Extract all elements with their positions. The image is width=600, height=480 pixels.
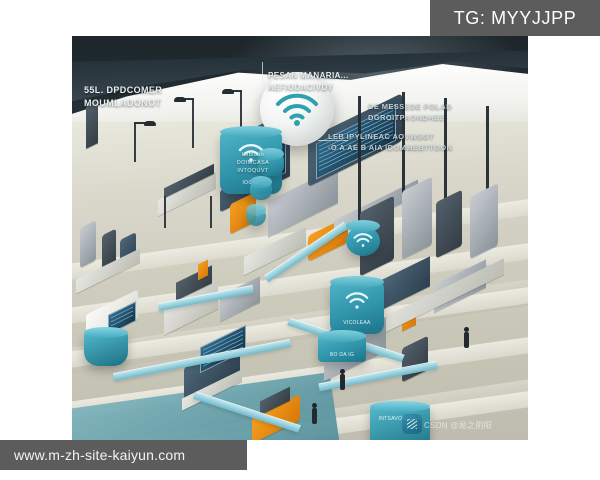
wifi-signal-icon [276,93,318,126]
iot-tank-node: BO DA IG [318,330,366,362]
iot-sphere-node [346,220,380,256]
csdn-credit: CSDN @易之阴阳 [424,421,493,430]
worker-figure [340,369,345,390]
wifi-icon [345,292,369,309]
tg-badge-label: TG: MYYJJPP [453,7,577,28]
street-lamp-pole [134,122,136,162]
wifi-icon [238,144,264,162]
iot-node-small [246,204,266,226]
street-lamp-pole [240,90,242,148]
factory-illustration: IOCAE VICOLEAA BO DA IG INTSAVONTMAN [72,36,528,440]
support-mast [486,106,489,246]
street-lamp-arm [180,98,194,100]
street-lamp-head [144,121,156,126]
watermark-url-label: www.m-zh-site-kaiyun.com [14,447,186,463]
tg-badge: TG: MYYJJPP [430,0,600,36]
storage-cylinder [84,327,128,366]
street-lamp-head [174,97,186,102]
watermark-url-bar[interactable]: www.m-zh-site-kaiyun.com [0,440,247,470]
iot-tank-bottom-label: INTSAVONTMAN [378,416,422,422]
worker-figure [464,327,469,348]
csdn-logo-icon [402,414,422,434]
iot-node-small [250,176,272,200]
iot-tank-main: VICOLEAA [330,276,384,334]
support-mast [402,92,405,252]
support-mast [444,98,447,248]
machine-column [86,99,98,149]
support-pole [210,196,212,228]
label-leader-line [262,62,263,98]
support-mast [358,96,361,246]
street-lamp-pole [192,98,194,148]
iot-tank-main-label: VICOLEAA [343,320,371,326]
label-leader-line [318,140,348,141]
iot-tank-node-label: BO DA IG [329,352,355,358]
iot-node-small [258,148,284,176]
worker-figure [312,403,317,424]
street-lamp-head [222,89,234,94]
street-lamp-arm [228,90,242,92]
support-pole [164,196,166,228]
storage-tank [80,220,96,268]
street-lamp-arm [134,122,148,124]
wifi-icon [353,233,373,247]
